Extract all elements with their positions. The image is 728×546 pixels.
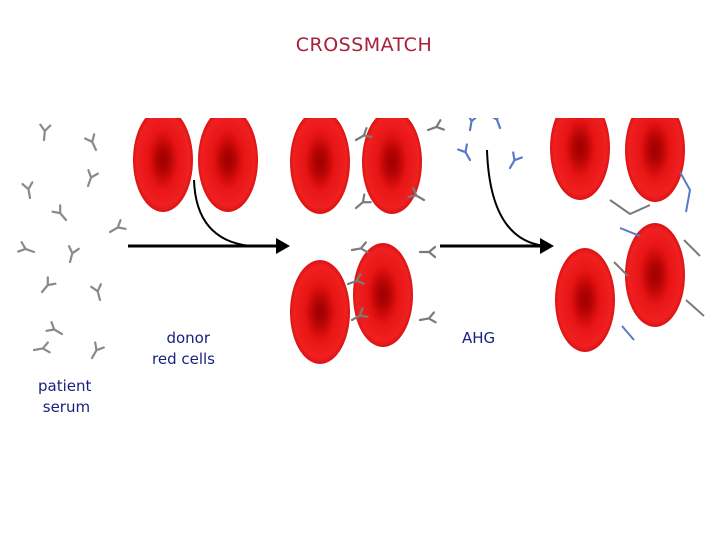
- ahg-label: AHG: [462, 329, 496, 347]
- ahg-cross-links: [609, 171, 705, 341]
- donor-red-cells-label: donor red cells: [152, 329, 215, 368]
- agglutinated-red-cells: [550, 118, 685, 352]
- patient-serum-antibodies: [17, 123, 127, 362]
- page-title: CROSSMATCH: [295, 34, 433, 56]
- sensitized-red-cells: [290, 118, 422, 364]
- patient-serum-label: patient serum: [38, 377, 92, 416]
- arrow-icon: [440, 149, 554, 254]
- ahg-icon: [457, 118, 523, 172]
- arrow-icon: [128, 179, 290, 254]
